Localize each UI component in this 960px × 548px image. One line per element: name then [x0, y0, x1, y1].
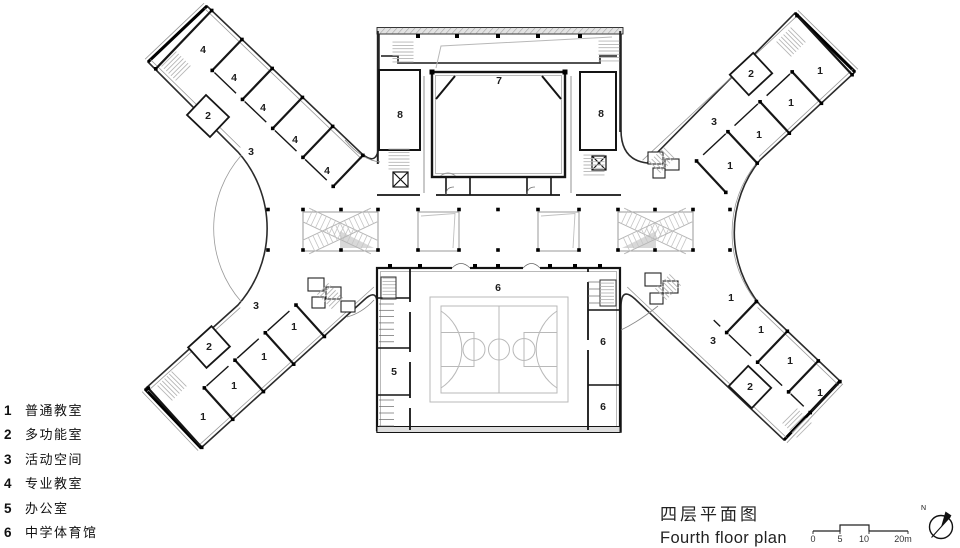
scale-tick-label: 0 [810, 534, 816, 544]
theatre-hall [430, 70, 567, 179]
legend-number: 1 [4, 403, 12, 418]
room-label: 4 [324, 164, 330, 177]
legend-row: 2 多功能室 [4, 424, 98, 443]
north-label: N [921, 505, 927, 512]
equipment-room-left [378, 69, 421, 151]
legend-number: 5 [4, 500, 12, 516]
legend: 1普通教室2多功能室3活动空间4专业教室5办公室6中学体育馆7剧院8设备用房 [4, 400, 98, 548]
room-label: 7 [496, 74, 502, 87]
room-label: 1 [231, 379, 237, 392]
room-label: 1 [817, 386, 823, 399]
room-label: 8 [598, 107, 604, 120]
room-label: 1 [817, 64, 823, 77]
page-title-en: Fourth floor plan [660, 529, 787, 547]
room-label: 3 [253, 299, 259, 312]
scale-bar [812, 524, 909, 534]
legend-label: 中学体育馆 [25, 524, 98, 540]
legend-label: 专业教室 [25, 476, 84, 492]
room-label: 2 [748, 67, 754, 80]
legend-row: 4 专业教室 [4, 473, 98, 492]
room-label: 4 [200, 43, 206, 56]
room-label: 3 [711, 115, 717, 128]
legend-number: 2 [4, 427, 12, 443]
legend-label: 普通教室 [25, 403, 84, 418]
scale-tick-label: 10 [858, 534, 870, 544]
room-label: 2 [206, 340, 212, 353]
room-label: 1 [261, 350, 267, 363]
basketball-court [429, 296, 569, 403]
room-label: 3 [710, 334, 716, 347]
room-label: 6 [495, 281, 501, 294]
scale-tick-label: 5 [837, 534, 843, 544]
legend-number: 6 [4, 524, 12, 540]
legend-row: 6 中学体育馆 [4, 522, 98, 541]
room-label: 5 [391, 365, 397, 378]
legend-row: 5 办公室 [4, 498, 98, 517]
scale-tick-label: 20m [894, 534, 912, 544]
room-label: 2 [205, 109, 211, 122]
title-block: 四层平面图 Fourth floor plan [660, 500, 787, 548]
room-label: 1 [727, 159, 733, 172]
legend-row: 3 活动空间 [4, 449, 98, 468]
room-label: 4 [260, 101, 266, 114]
stage-roof-line [435, 36, 613, 69]
legend-label: 活动空间 [25, 451, 84, 467]
room-label: 1 [200, 410, 206, 423]
room-label: 1 [756, 128, 762, 141]
room-label: 1 [787, 354, 793, 367]
room-label: 1 [728, 291, 734, 304]
room-label: 1 [291, 320, 297, 333]
north-arrow-icon [928, 511, 954, 540]
equipment-room-right [579, 71, 617, 151]
legend-number: 3 [4, 451, 12, 467]
room-label: 4 [292, 133, 298, 146]
room-label: 2 [747, 380, 753, 393]
page-title-cn: 四层平面图 [660, 505, 760, 524]
room-label: 8 [397, 108, 403, 121]
legend-number: 4 [4, 476, 12, 492]
room-label: 3 [248, 145, 254, 158]
room-label: 1 [758, 323, 764, 336]
room-label: 1 [788, 96, 794, 109]
legend-row: 1 普通教室 [4, 400, 98, 419]
room-label: 4 [231, 71, 237, 84]
room-label: 6 [600, 335, 606, 348]
legend-label: 办公室 [25, 500, 69, 516]
room-label: 6 [600, 400, 606, 413]
legend-label: 多功能室 [25, 427, 84, 443]
